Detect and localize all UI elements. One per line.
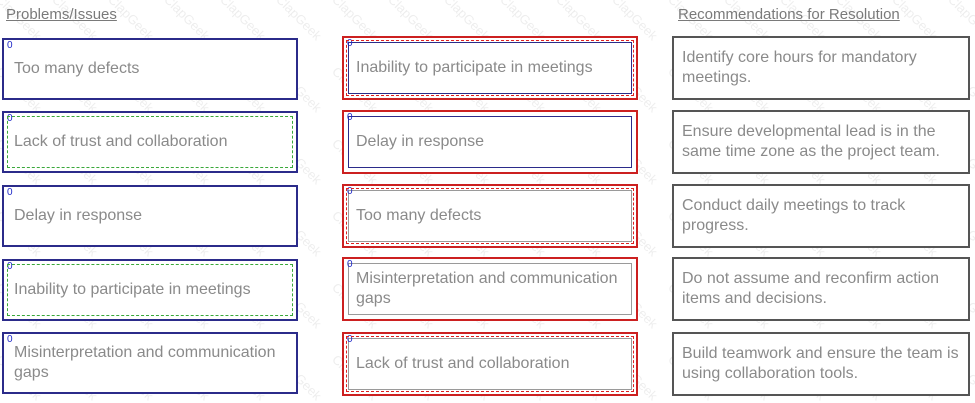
answer-drop-target[interactable]: 0 Inability to participate in meetings	[342, 36, 638, 100]
recommendation-item: Ensure developmental lead is in the same…	[672, 110, 970, 174]
index-marker: 0	[347, 186, 353, 197]
recommendation-label: Do not assume and reconfirm action items…	[682, 270, 940, 307]
problem-label: Too many defects	[14, 60, 140, 77]
problems-header: Problems/Issues	[6, 6, 117, 23]
problem-label: Misinterpretation and communication gaps	[14, 344, 276, 381]
recommendation-label: Identify core hours for mandatory meetin…	[682, 49, 917, 86]
recommendation-label: Build teamwork and ensure the team is us…	[682, 345, 959, 382]
answer-label: Lack of trust and collaboration	[356, 355, 570, 372]
watermark-text: ClapGeek	[217, 0, 269, 44]
index-marker: 0	[347, 38, 353, 49]
index-marker: 0	[7, 113, 13, 124]
recommendation-item: Identify core hours for mandatory meetin…	[672, 36, 970, 100]
index-marker: 0	[347, 334, 353, 345]
recommendation-label: Conduct daily meetings to track progress…	[682, 197, 906, 234]
index-marker: 0	[7, 40, 13, 51]
recommendations-header: Recommendations for Resolution	[678, 6, 900, 23]
problem-item[interactable]: 0 Lack of trust and collaboration	[2, 111, 298, 173]
index-marker: 0	[7, 261, 13, 272]
index-marker: 0	[347, 112, 353, 123]
answer-label: Delay in response	[356, 133, 485, 150]
index-marker: 0	[7, 187, 13, 198]
index-marker: 0	[7, 334, 13, 345]
recommendation-label: Ensure developmental lead is in the same…	[682, 123, 940, 160]
answer-label: Too many defects	[356, 207, 482, 224]
answer-label: Misinterpretation and communication gaps	[356, 270, 618, 307]
watermark-text: ClapGeek	[161, 0, 213, 44]
recommendation-item: Build teamwork and ensure the team is us…	[672, 332, 970, 396]
problem-item[interactable]: 0 Misinterpretation and communication ga…	[2, 332, 298, 394]
index-marker: 0	[347, 259, 353, 270]
problem-item[interactable]: 0 Too many defects	[2, 38, 298, 100]
problem-label: Inability to participate in meetings	[14, 281, 251, 298]
problem-item[interactable]: 0 Delay in response	[2, 185, 298, 247]
watermark-text: ClapGeek	[273, 0, 325, 44]
answer-label: Inability to participate in meetings	[356, 59, 593, 76]
answer-drop-target[interactable]: 0 Lack of trust and collaboration	[342, 332, 638, 396]
answer-drop-target[interactable]: 0 Misinterpretation and communication ga…	[342, 257, 638, 321]
problem-label: Lack of trust and collaboration	[14, 133, 228, 150]
answer-drop-target[interactable]: 0 Too many defects	[342, 184, 638, 248]
recommendation-item: Do not assume and reconfirm action items…	[672, 257, 970, 321]
answer-drop-target[interactable]: 0 Delay in response	[342, 110, 638, 174]
problem-label: Delay in response	[14, 207, 143, 224]
recommendation-item: Conduct daily meetings to track progress…	[672, 184, 970, 248]
problem-item[interactable]: 0 Inability to participate in meetings	[2, 259, 298, 321]
